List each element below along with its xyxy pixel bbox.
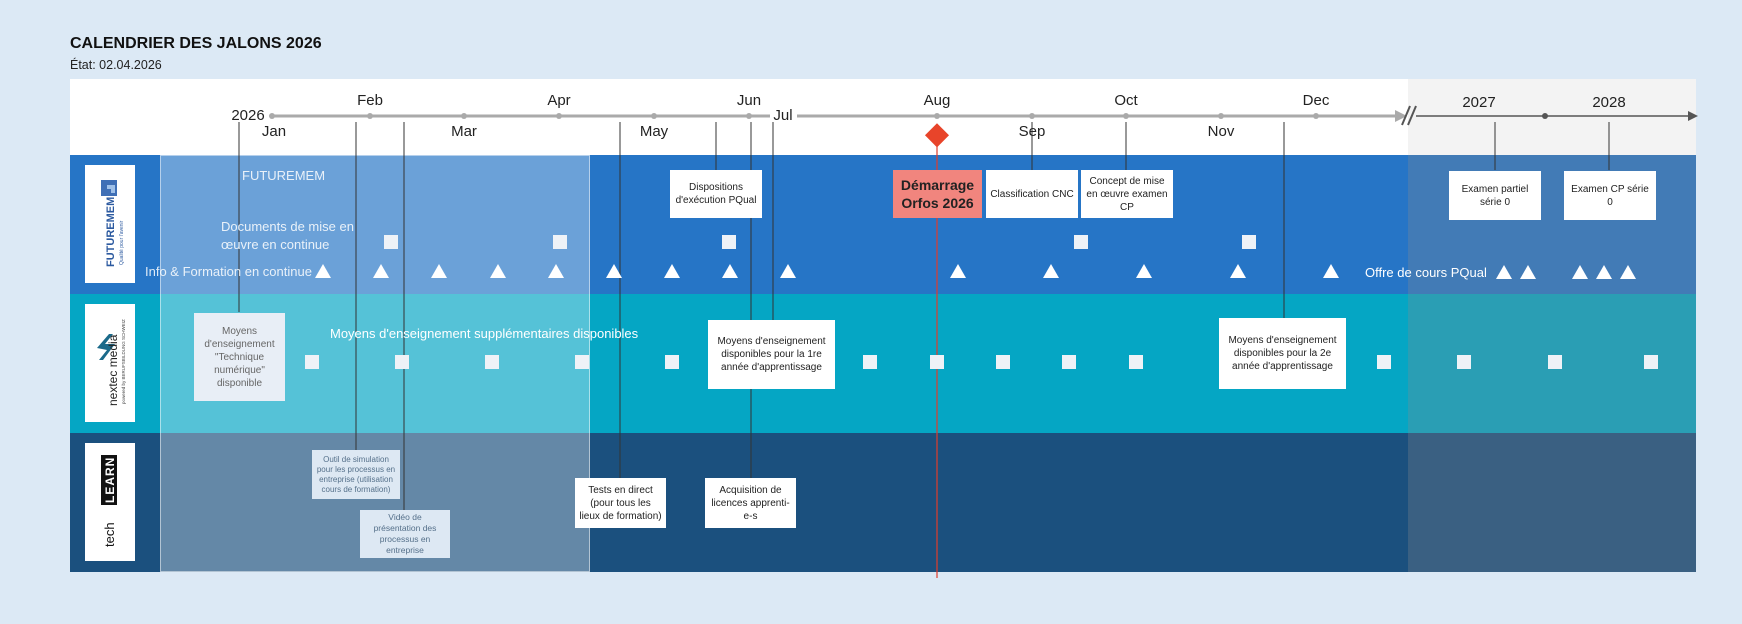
material-marker: [1062, 355, 1076, 369]
docs-label: Documents de mise en œuvre en continue: [221, 219, 354, 252]
doc-marker: [722, 235, 736, 249]
doc-marker: [553, 235, 567, 249]
material-marker: [863, 355, 877, 369]
courses-label: Offre de cours PQual: [1365, 265, 1487, 280]
info-marker: [1043, 264, 1059, 278]
material-marker: [996, 355, 1010, 369]
milestone-partial-exam: Examen partiel série 0: [1449, 171, 1541, 220]
svg-text:tech: tech: [102, 522, 117, 547]
svg-text:powered by BERUFSBILDUNG SCHWE: powered by BERUFSBILDUNG SCHWEIZ: [121, 319, 126, 404]
month-label: Oct: [1114, 92, 1138, 109]
course-marker: [1496, 265, 1512, 279]
milestone-live-tests: Tests en direct (pour tous les lieux de …: [575, 478, 666, 528]
info-marker: [1230, 264, 1246, 278]
info-marker: [1323, 264, 1339, 278]
info-marker: [1136, 264, 1152, 278]
svg-text:FUTUREMEM: FUTUREMEM: [105, 197, 117, 267]
milestone-pqual: Dispositions d'exécution PQual: [670, 170, 762, 218]
material-marker: [665, 355, 679, 369]
milestone-cnc: Classification CNC: [986, 170, 1078, 218]
lane-label-futuremem: FUTUREMEM: [242, 168, 326, 183]
milestone-process-video: Vidéo de présentation des processus en e…: [360, 510, 450, 558]
info-marker: [315, 264, 331, 278]
material-marker: [1548, 355, 1562, 369]
milestone-year1-materials: Moyens d'enseignement disponibles pour l…: [708, 320, 835, 389]
material-marker: [395, 355, 409, 369]
year-label-2027: 2027: [1462, 94, 1496, 111]
month-label: Feb: [357, 92, 383, 109]
doc-marker: [384, 235, 398, 249]
info-marker: [606, 264, 622, 278]
lane-nextec: [70, 294, 1696, 433]
milestone-licences: Acquisition de licences apprenti-e-s: [705, 478, 796, 528]
info-marker: [780, 264, 796, 278]
lane-futuremem: [70, 155, 1696, 294]
material-marker: [1644, 355, 1658, 369]
course-marker: [1572, 265, 1588, 279]
material-marker: [575, 355, 589, 369]
info-marker: [950, 264, 966, 278]
svg-text:Qualité pour l'avenir: Qualité pour l'avenir: [119, 220, 125, 265]
month-label: Jan: [261, 123, 287, 140]
logo-futuremem: FUTUREMEM Qualité pour l'avenir: [85, 165, 135, 283]
status-date: État: 02.04.2026: [70, 58, 162, 72]
info-marker: [664, 264, 680, 278]
material-marker: [1457, 355, 1471, 369]
info-marker: [373, 264, 389, 278]
material-marker: [305, 355, 319, 369]
course-marker: [1520, 265, 1536, 279]
milestone-technique: Moyens d'enseignement "Technique numériq…: [194, 313, 285, 401]
futuremem-logo-icon: FUTUREMEM Qualité pour l'avenir: [101, 180, 125, 267]
svg-text:LEARN: LEARN: [103, 457, 117, 503]
doc-marker: [1074, 235, 1088, 249]
info-marker: [722, 264, 738, 278]
month-label: Mar: [451, 123, 477, 140]
info-marker: [490, 264, 506, 278]
doc-marker: [1242, 235, 1256, 249]
material-marker: [930, 355, 944, 369]
info-formation-label: Info & Formation en continue: [145, 264, 312, 279]
month-label: Aug: [923, 92, 951, 109]
milestone-start-orfos: Démarrage Orfos 2026: [893, 170, 982, 218]
page-title: CALENDRIER DES JALONS 2026: [70, 35, 322, 52]
material-marker: [1377, 355, 1391, 369]
nextec-logo-icon: nextec media powered by BERUFSBILDUNG SC…: [97, 319, 126, 406]
course-marker: [1620, 265, 1636, 279]
month-label: Dec: [1302, 92, 1330, 109]
techlearn-logo-icon: LEARN tech: [101, 455, 117, 547]
year-label-2026: 2026: [231, 107, 265, 124]
supplementary-label: Moyens d'enseignement supplémentaires di…: [330, 326, 639, 341]
course-marker: [1596, 265, 1612, 279]
month-label: Apr: [547, 92, 571, 109]
material-marker: [485, 355, 499, 369]
milestone-simulation-tool: Outil de simulation pour les processus e…: [312, 450, 400, 499]
month-label: Jun: [736, 92, 762, 109]
milestone-diamond: [924, 123, 950, 148]
milestone-concept-cp: Concept de mise en œuvre examen CP: [1081, 170, 1173, 218]
info-marker: [431, 264, 447, 278]
month-label: Nov: [1207, 123, 1235, 140]
logo-techlearn: LEARN tech: [85, 443, 135, 561]
month-label: Jul: [773, 107, 793, 124]
milestone-year2-materials: Moyens d'enseignement disponibles pour l…: [1219, 318, 1346, 389]
month-label: May: [639, 123, 669, 140]
logo-nextec: nextec media powered by BERUFSBILDUNG SC…: [85, 304, 135, 422]
info-marker: [548, 264, 564, 278]
svg-text:nextec media: nextec media: [106, 334, 120, 406]
milestone-cp-exam: Examen CP série 0: [1564, 171, 1656, 220]
year-label-2028: 2028: [1592, 94, 1626, 111]
material-marker: [1129, 355, 1143, 369]
